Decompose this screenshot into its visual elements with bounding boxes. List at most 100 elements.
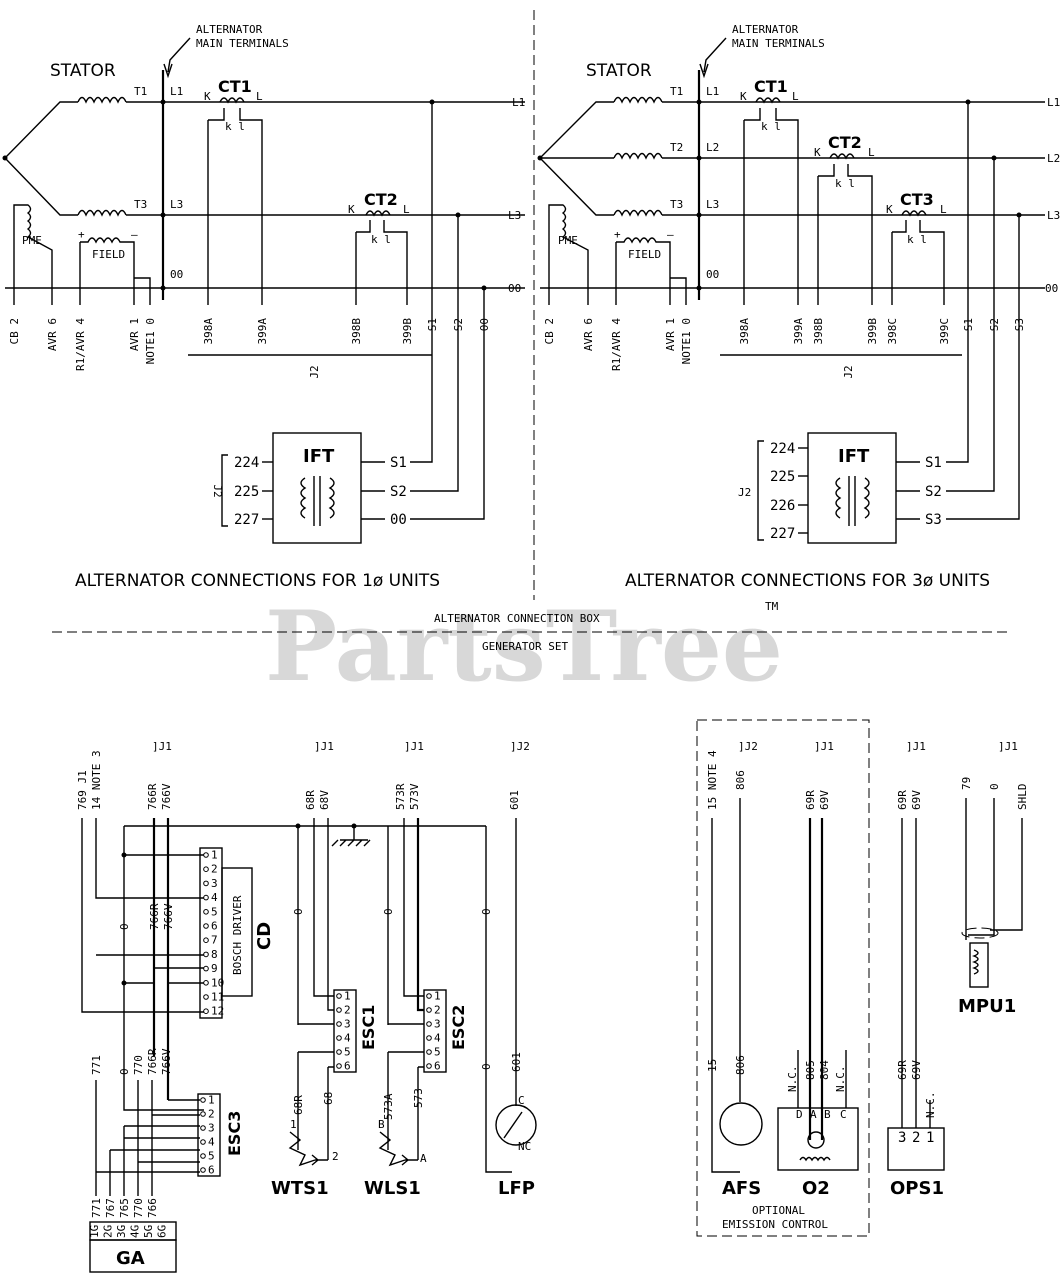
- svg-text:k l: k l: [225, 120, 245, 133]
- wire-766v: 766V: [160, 783, 173, 810]
- cd-pin-11: 11: [211, 991, 224, 1004]
- svg-text:L: L: [256, 90, 263, 103]
- svg-text:D: D: [796, 1108, 803, 1121]
- esc3-connector: [197, 1093, 221, 1177]
- field-label: FIELD: [92, 248, 125, 261]
- ift3-j2: J2: [738, 486, 751, 499]
- cd-pin-1: 1: [211, 849, 218, 862]
- wire-766v-b: 766V: [162, 903, 175, 930]
- wire-s2: S2: [452, 318, 465, 331]
- stator-coil-t1: [77, 96, 127, 104]
- svg-text:L2: L2: [706, 141, 719, 154]
- esc3-pins-4: 4: [208, 1136, 215, 1149]
- wire-68v: 68V: [318, 790, 331, 810]
- cd-pin-7: 7: [211, 934, 218, 947]
- ct1-coil: [219, 97, 245, 104]
- svg-text:2: 2: [912, 1130, 920, 1146]
- wire-806: 806: [734, 770, 747, 790]
- svg-text:T3: T3: [134, 198, 147, 211]
- svg-text:]J1: ]J1: [906, 740, 926, 753]
- pme-coil: [13, 204, 53, 305]
- svg-text:T3: T3: [670, 198, 683, 211]
- svg-text:T1: T1: [670, 85, 683, 98]
- esc1-pins-1: 1: [344, 990, 351, 1003]
- ct3-label-r: CT3: [900, 190, 934, 209]
- wire-771-top: 771: [90, 1055, 103, 1075]
- leader-arrow: [163, 37, 191, 79]
- svg-text:]J1: ]J1: [404, 740, 424, 753]
- bosch-driver-label: BOSCH DRIVER: [231, 895, 244, 975]
- ct2-label-r: CT2: [828, 133, 862, 152]
- wire-399b: 399B: [401, 318, 414, 345]
- ift1-out-00: 00: [390, 512, 407, 528]
- wire-avr6-r: AVR 6: [582, 318, 595, 351]
- wts1-sensor: [288, 1131, 328, 1167]
- esc3-pins-1: 1: [208, 1094, 215, 1107]
- wire-399a-r: 399A: [792, 318, 805, 345]
- svg-text:K: K: [814, 146, 821, 159]
- esc2-connector: [423, 989, 447, 1073]
- optional-emission-box: [696, 719, 870, 1237]
- ct2-coil: [365, 210, 391, 217]
- alternator-3ph-panel: ALTERNATOR MAIN TERMINALS STATOR T1 T2 T…: [537, 23, 1060, 591]
- ift3-pin-227: 227: [770, 526, 795, 542]
- ga-num-5G: 5G: [142, 1225, 155, 1238]
- cd-pin-8: 8: [211, 948, 218, 961]
- wire-avr1-r: AVR 1: [664, 318, 677, 351]
- ct2-leads: [355, 220, 408, 305]
- ift3-out-s1: S1: [925, 455, 942, 471]
- wire-398a: 398A: [202, 318, 215, 345]
- connection-box-label: ALTERNATOR CONNECTION BOX: [434, 612, 600, 625]
- svg-text:L: L: [868, 146, 875, 159]
- svg-text:00: 00: [706, 268, 719, 281]
- wire-69v-o2: 69V: [818, 790, 831, 810]
- wire-69r-o2: 69R: [804, 790, 817, 810]
- esc2-pins-2: 2: [434, 1004, 441, 1017]
- ga-wire-767: 767: [104, 1198, 117, 1218]
- o2-wire-805: 805: [804, 1060, 817, 1080]
- wire-398b-r: 398B: [812, 318, 825, 345]
- svg-text:K: K: [886, 203, 893, 216]
- svg-text:573: 573: [412, 1088, 425, 1108]
- wire-770-top: 770: [132, 1055, 145, 1075]
- ift1-out-s1: S1: [390, 455, 407, 471]
- svg-text:]J2: ]J2: [510, 740, 530, 753]
- watermark: PartsTree: [265, 590, 783, 703]
- cd-pin-2: 2: [211, 863, 218, 876]
- svg-text:k l: k l: [371, 233, 391, 246]
- esc1-pins-3: 3: [344, 1018, 351, 1031]
- svg-text:K: K: [740, 90, 747, 103]
- stator-label-r: STATOR: [586, 61, 652, 81]
- svg-text:2: 2: [332, 1150, 339, 1163]
- svg-text:601: 601: [510, 1052, 523, 1072]
- svg-text:0: 0: [292, 908, 305, 915]
- svg-text:L: L: [792, 90, 799, 103]
- cd-label: CD: [254, 922, 275, 950]
- ops-nc: N.C.: [924, 1092, 937, 1119]
- svg-text:0: 0: [382, 908, 395, 915]
- ift-label-1ph: IFT: [303, 446, 335, 467]
- esc2-pins-1: 1: [434, 990, 441, 1003]
- svg-text:C: C: [840, 1108, 847, 1121]
- svg-text:L3: L3: [706, 198, 719, 211]
- alt-terminals-label-2: MAIN TERMINALS: [196, 37, 289, 50]
- ift1-j2: J2: [211, 484, 224, 497]
- ga-wire-766: 766: [146, 1198, 159, 1218]
- ift-box-3ph: [807, 432, 897, 544]
- wire-cb2: CB 2: [8, 318, 21, 345]
- emission-control-label: EMISSION CONTROL: [722, 1218, 828, 1231]
- ift1-pin-227: 227: [234, 512, 259, 528]
- j2-label-r: J2: [842, 365, 855, 378]
- ga-wire-771: 771: [90, 1198, 103, 1218]
- svg-text:A: A: [420, 1152, 427, 1165]
- svg-text:1: 1: [926, 1130, 934, 1146]
- wire-00: 00: [478, 318, 491, 331]
- ground-icon: [331, 826, 371, 847]
- wire-0-mpu: 0: [988, 783, 1001, 790]
- svg-text:L2: L2: [1047, 152, 1060, 165]
- cd-pin-4: 4: [211, 891, 218, 904]
- svg-text:L1: L1: [170, 85, 183, 98]
- wire-r1avr4-r: R1/AVR 4: [610, 318, 623, 371]
- ga-box: [89, 1239, 177, 1273]
- wire-398c-r: 398C: [886, 318, 899, 345]
